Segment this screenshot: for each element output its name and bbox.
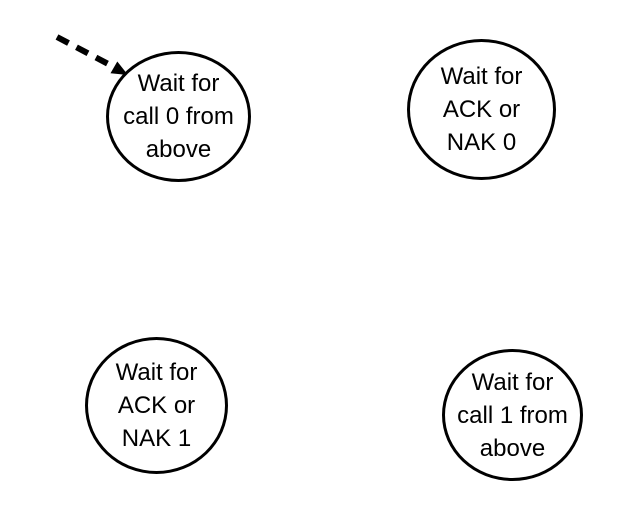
state-label: Wait for call 1 from above xyxy=(457,368,568,462)
state-wait-for-ack-or-nak-1: Wait for ACK or NAK 1 xyxy=(85,337,228,474)
state-label: Wait for ACK or NAK 0 xyxy=(440,63,523,156)
initial-state-arrow-shaft xyxy=(55,34,116,70)
state-wait-for-ack-or-nak-0: Wait for ACK or NAK 0 xyxy=(407,39,556,180)
state-label: Wait for ACK or NAK 1 xyxy=(115,359,198,452)
state-wait-for-call-1-from-above: Wait for call 1 from above xyxy=(442,349,583,481)
state-label: Wait for call 0 from above xyxy=(123,70,234,163)
state-wait-for-call-0-from-above: Wait for call 0 from above xyxy=(106,51,251,182)
